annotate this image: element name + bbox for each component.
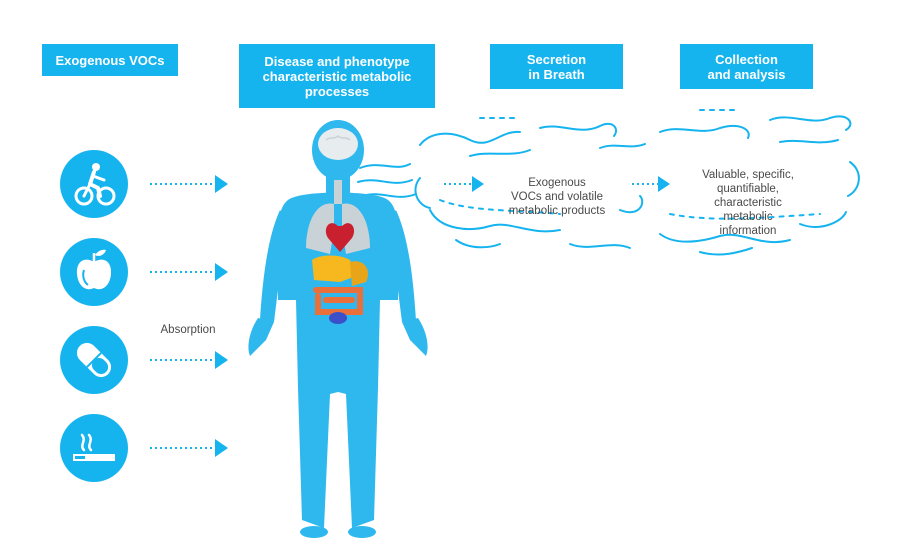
- heart: [325, 223, 355, 252]
- header-collection-text: Collection and analysis: [707, 51, 786, 82]
- intestine: [313, 287, 363, 315]
- absorption-text: Absorption: [160, 324, 216, 336]
- header-disease-processes-text: Disease and phenotype characteristic met…: [262, 53, 412, 99]
- arrow-products-to-information: [632, 176, 670, 192]
- header-disease-processes: Disease and phenotype characteristic met…: [239, 44, 435, 108]
- brain: [318, 128, 358, 160]
- absorption-label: Absorption: [146, 309, 230, 337]
- bladder: [329, 312, 347, 324]
- header-secretion-text: Secretion in Breath: [526, 51, 587, 82]
- arrow-cigarette-to-body: [150, 439, 228, 457]
- information-text: Valuable, specific, quantifiable, charac…: [702, 169, 794, 237]
- header-exogenous-vocs-text: Exogenous VOCs: [55, 52, 165, 68]
- apple-icon: [60, 238, 128, 306]
- information-label: Valuable, specific, quantifiable, charac…: [678, 154, 818, 238]
- stomach-liver: [312, 255, 369, 286]
- cigarette-icon: [60, 414, 128, 482]
- header-collection-analysis: Collection and analysis: [680, 44, 813, 89]
- arrow-cyclist-to-body: [150, 175, 228, 193]
- arrow-apple-to-body: [150, 263, 228, 281]
- header-secretion-in-breath: Secretion in Breath: [490, 44, 623, 89]
- header-exogenous-vocs: Exogenous VOCs: [42, 44, 178, 76]
- arrow-pill-to-body: [150, 351, 228, 369]
- arrow-breath-to-products: [444, 176, 484, 192]
- cyclist-icon: [60, 150, 128, 218]
- trachea: [334, 180, 342, 204]
- breath-products-text: Exogenous VOCs and volatile metabolic pr…: [508, 177, 606, 217]
- pill-capsule-icon: [60, 326, 128, 394]
- breath-products-label: Exogenous VOCs and volatile metabolic pr…: [488, 162, 626, 218]
